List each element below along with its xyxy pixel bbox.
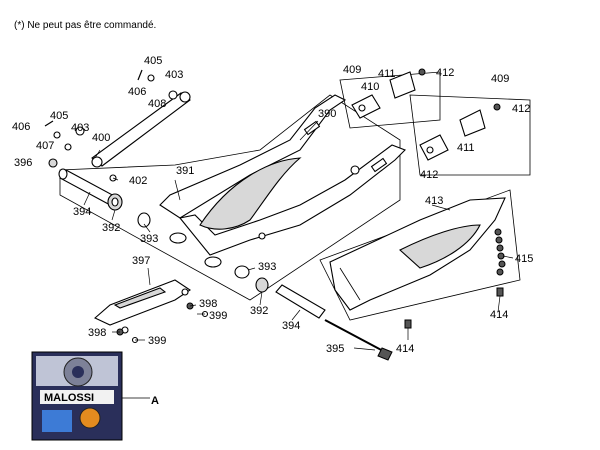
guard-bolts [404, 287, 504, 329]
callout-393-upper: 393 [140, 233, 158, 245]
pivot-bolt [324, 319, 393, 361]
callout-415: 415 [515, 253, 533, 265]
callout-390: 390 [318, 108, 336, 120]
callout-409-right: 409 [491, 73, 509, 85]
callout-408: 408 [148, 98, 166, 110]
callout-labels: 390 391 392 392 393 393 394 394 395 396 … [12, 55, 533, 407]
hardware-top [137, 69, 178, 100]
bush-upper [107, 193, 123, 211]
spacer-upper [137, 212, 151, 228]
chain-guard [329, 197, 506, 311]
callout-397: 397 [132, 255, 150, 267]
group-outline-swingarm [59, 94, 401, 301]
bush-lower [255, 277, 269, 293]
callout-392-upper: 392 [102, 222, 120, 234]
footnote: (*) Ne peut pas être commandé. [14, 20, 157, 31]
chain-adjuster-right [419, 103, 501, 161]
spacer-lower [234, 265, 250, 279]
callout-399-lower: 399 [148, 335, 166, 347]
callout-402: 402 [129, 175, 147, 187]
callout-398-lower: 398 [88, 327, 106, 339]
pivot-sleeve-lower [275, 284, 326, 319]
callout-405-top: 405 [144, 55, 162, 67]
callout-400: 400 [92, 132, 110, 144]
callout-403-left: 403 [71, 122, 89, 134]
hardware-left [44, 120, 117, 182]
callout-412-right: 412 [512, 103, 530, 115]
kit-logo-text: MALOSSI [44, 392, 94, 404]
callout-412-left: 412 [436, 67, 454, 79]
callout-392-lower: 392 [250, 305, 268, 317]
callout-405-left: 405 [50, 110, 68, 122]
callout-395: 395 [326, 343, 344, 355]
callout-406-left: 406 [12, 121, 30, 133]
callout-412-lower: 412 [420, 169, 438, 181]
chain-slider [93, 279, 191, 334]
swingarm [159, 94, 406, 268]
callout-410: 410 [361, 81, 379, 93]
callout-414-right: 414 [490, 309, 508, 321]
callout-393-lower: 393 [258, 261, 276, 273]
callout-394-upper: 394 [73, 206, 91, 218]
callout-394-lower: 394 [282, 320, 300, 332]
callout-399-upper: 399 [209, 310, 227, 322]
leader-lines [83, 120, 514, 399]
torque-arm [91, 91, 191, 168]
callout-396: 396 [14, 157, 32, 169]
callout-406-top: 406 [128, 86, 146, 98]
sprocket-kit-photo: MALOSSI [31, 351, 123, 441]
callout-413: 413 [425, 195, 443, 207]
callout-409-left: 409 [343, 64, 361, 76]
callout-411-left: 411 [378, 68, 396, 80]
chain-adjuster-left [351, 68, 426, 119]
callout-403-top: 403 [165, 69, 183, 81]
callout-414-lower: 414 [396, 343, 414, 355]
callout-A: A [151, 395, 159, 407]
drive-chain [494, 228, 506, 276]
group-outline-adjuster-right [409, 94, 531, 176]
callout-407: 407 [36, 140, 54, 152]
callout-411-right: 411 [457, 142, 475, 154]
callout-391: 391 [176, 165, 194, 177]
callout-398-upper: 398 [199, 298, 217, 310]
